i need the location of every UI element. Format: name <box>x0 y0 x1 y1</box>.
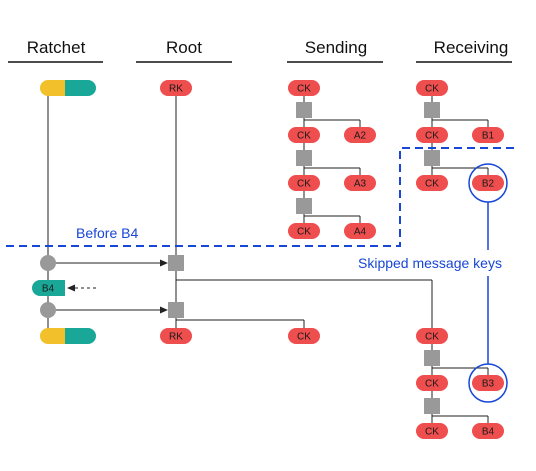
sending-mk-a4 <box>344 223 376 239</box>
sending-ck-2 <box>288 127 320 143</box>
receiving-ck-new-1 <box>416 328 448 344</box>
receiving-ck-new-2 <box>416 375 448 391</box>
receiving-mk-b3 <box>472 375 504 391</box>
sending-mk-a2 <box>344 127 376 143</box>
receiving-mk-b1 <box>472 127 504 143</box>
skipped-keys-annotation: Skipped message keys <box>358 163 508 403</box>
ratchet-keypair-bottom <box>40 328 96 344</box>
receiving-kdf-1 <box>424 102 440 118</box>
receiving-ck-2-label: CK <box>425 131 439 142</box>
receiving-ck-new-3 <box>416 423 448 439</box>
root-kdf-step-1 <box>168 255 184 271</box>
receiving-ck-new-3-label: CK <box>425 427 439 438</box>
ratchet-private-half-bottom <box>40 328 65 344</box>
sending-ck-3 <box>288 175 320 191</box>
arrowhead-2 <box>160 306 168 314</box>
incoming-arrow-head <box>67 284 75 292</box>
sending-chain: CK CK A2 CK A3 CK A4 CK <box>288 80 376 344</box>
sending-mk-a4-label: A4 <box>354 227 367 238</box>
header-receiving: Receiving <box>434 38 509 57</box>
sending-ck-4 <box>288 223 320 239</box>
receiving-kdf-new-2 <box>424 398 440 414</box>
ratchet-public-half-bottom <box>65 328 96 344</box>
root-key-pill-top <box>160 80 192 96</box>
sending-mk-a3-label: A3 <box>354 179 367 190</box>
sending-ck-1-label: CK <box>297 84 311 95</box>
ratchet-public-half-top <box>65 80 96 96</box>
sending-mk-a3 <box>344 175 376 191</box>
receiving-ck-1-label: CK <box>425 84 439 95</box>
root-key-bottom: RK <box>160 328 192 344</box>
receiving-ck-1 <box>416 80 448 96</box>
root-key-label-bottom: RK <box>169 332 183 343</box>
root-key-pill-bottom <box>160 328 192 344</box>
receiving-mk-b1-label: B1 <box>482 131 495 142</box>
ratchet-received-key-b4: B4 <box>32 280 65 296</box>
receiving-ck-new-1-label: CK <box>425 332 439 343</box>
sending-ck-new <box>288 328 320 344</box>
arrowhead-1 <box>160 259 168 267</box>
arrowheads <box>160 259 168 314</box>
receiving-mk-b3-label: B3 <box>482 379 495 390</box>
ratchet-keypair-top <box>40 80 96 96</box>
receiving-ck-2 <box>416 127 448 143</box>
root-key-label-top: RK <box>169 84 183 95</box>
receiving-mk-b2 <box>472 175 504 191</box>
sending-ck-3-label: CK <box>297 179 311 190</box>
ratchet-b4-badge <box>32 280 65 296</box>
receiving-kdf-new-1 <box>424 350 440 366</box>
receiving-ck-new-2-label: CK <box>425 379 439 390</box>
sending-ck-1 <box>288 80 320 96</box>
receiving-chain-lower: CK CK B3 CK B4 <box>416 328 504 439</box>
receiving-ck-3-label: CK <box>425 179 439 190</box>
header-ratchet: Ratchet <box>27 38 86 57</box>
receiving-mk-b2-label: B2 <box>482 179 495 190</box>
sending-kdf-1 <box>296 102 312 118</box>
sending-ck-new-label: CK <box>297 332 311 343</box>
receiving-ck-3 <box>416 175 448 191</box>
ratchet-dh-node-2 <box>40 302 56 318</box>
incoming-message-arrow <box>67 284 96 292</box>
header-root: Root <box>166 38 202 57</box>
before-b4-boundary: Before B4 <box>6 147 514 247</box>
sending-ck-4-label: CK <box>297 227 311 238</box>
sending-ck-2-label: CK <box>297 131 311 142</box>
receiving-kdf-2 <box>424 150 440 166</box>
before-b4-label: Before B4 <box>76 225 138 241</box>
ratchet-dh-node-1 <box>40 255 56 271</box>
receiving-chain-upper: CK CK B1 CK B2 <box>416 80 504 191</box>
receiving-mk-b4-label: B4 <box>482 427 495 438</box>
before-b4-dashed-line <box>6 147 514 247</box>
ratchet-b4-label: B4 <box>42 284 55 295</box>
ratchet-private-half-top <box>40 80 65 96</box>
sending-mk-a2-label: A2 <box>354 131 367 142</box>
root-key-top: RK <box>160 80 192 96</box>
column-headers: Ratchet Root Sending Receiving <box>8 38 512 63</box>
receiving-mk-b4 <box>472 423 504 439</box>
skipped-message-keys-label: Skipped message keys <box>358 255 502 271</box>
root-kdf-step-2 <box>168 302 184 318</box>
sending-kdf-2 <box>296 150 312 166</box>
header-sending: Sending <box>305 38 367 57</box>
sending-kdf-3 <box>296 198 312 214</box>
